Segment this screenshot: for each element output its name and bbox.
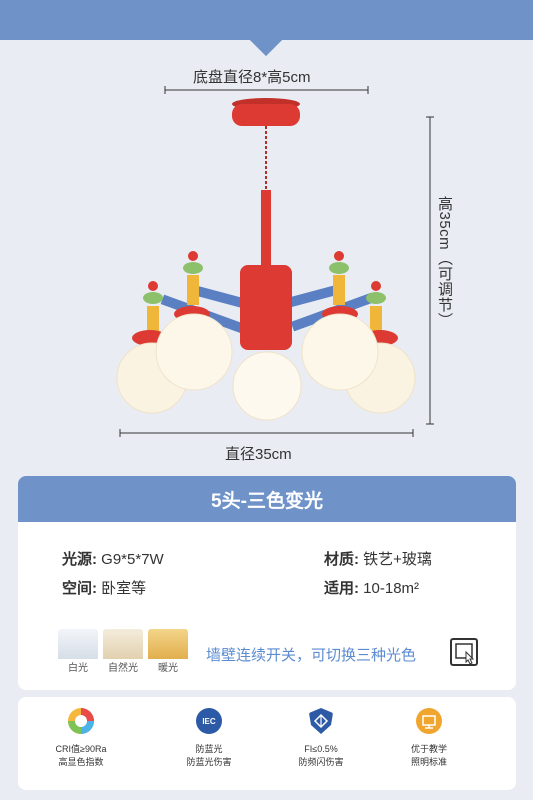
material-label: 材质: — [324, 551, 359, 568]
area-value: 10-18m² — [363, 580, 420, 597]
light-source-value: G9*5*7W — [101, 551, 164, 568]
iec-badge-icon: IEC — [196, 708, 222, 734]
svg-text:IEC: IEC — [202, 717, 216, 726]
feature-blue-light-line1: 防蓝光 — [195, 744, 223, 754]
dimension-canopy: 底盘直径8*高5cm — [193, 69, 311, 86]
space-label: 空间: — [62, 580, 97, 597]
material-value: 铁艺+玻璃 — [363, 551, 432, 568]
feature-cri-line1: CRI值≥90Ra — [55, 744, 107, 754]
feature-flicker-line1: FI≤0.5% — [304, 744, 338, 754]
light-source-row: 光源: G9*5*7W — [62, 548, 164, 569]
swatch-warm-light: 暖光 — [148, 629, 188, 674]
feature-cri-line2: 高显色指数 — [58, 757, 104, 767]
space-value: 卧室等 — [101, 580, 147, 597]
chandelier-illustration — [116, 86, 434, 437]
wall-switch-icon — [450, 638, 478, 666]
swatch-natural-label: 自然光 — [103, 659, 143, 674]
feature-flicker-line2: 防频闪伤害 — [298, 757, 344, 767]
feature-teaching-line2: 照明标准 — [410, 757, 447, 767]
dimension-height: 高35cm（可调节） — [436, 196, 453, 328]
feature-teaching-line1: 优于教学 — [410, 744, 447, 754]
swatch-natural-light: 自然光 — [103, 629, 143, 674]
feature-flicker: FI≤0.5% 防频闪伤害 — [266, 707, 376, 769]
material-row: 材质: 铁艺+玻璃 — [324, 548, 432, 569]
area-label: 适用: — [324, 580, 359, 597]
area-row: 适用: 10-18m² — [324, 577, 419, 598]
spec-card-title: 5头-三色变光 — [18, 476, 516, 522]
swatch-warm-label: 暖光 — [148, 659, 188, 674]
light-source-label: 光源: — [62, 551, 97, 568]
space-row: 空间: 卧室等 — [62, 577, 146, 598]
color-wheel-icon — [68, 708, 94, 734]
flicker-shield-icon — [309, 708, 333, 734]
feature-cri: CRI值≥90Ra 高显色指数 — [26, 707, 136, 769]
dimension-diameter: 直径35cm — [225, 446, 292, 463]
swatch-white-light: 白光 — [58, 629, 98, 674]
feature-card: CRI值≥90Ra 高显色指数 IEC 防蓝光 防蓝光伤害 FI≤0.5% 防频… — [18, 697, 516, 790]
spec-card: 5头-三色变光 光源: G9*5*7W 材质: 铁艺+玻璃 空间: 卧室等 适用… — [18, 476, 516, 690]
teaching-standard-icon — [416, 708, 442, 734]
feature-teaching: 优于教学 照明标准 — [374, 707, 484, 769]
feature-blue-light-line2: 防蓝光伤害 — [186, 757, 232, 767]
switch-description: 墙壁连续开关，可切换三种光色 — [206, 647, 417, 664]
swatch-white-label: 白光 — [58, 659, 98, 674]
banner-notch — [0, 0, 533, 56]
feature-blue-light: IEC 防蓝光 防蓝光伤害 — [154, 707, 264, 769]
